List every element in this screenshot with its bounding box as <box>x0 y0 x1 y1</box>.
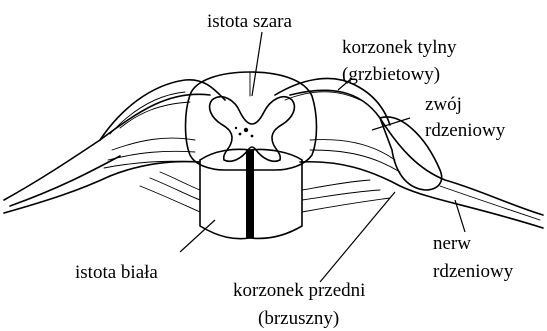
label-dorsal-root-line1: korzonek tylny <box>342 37 457 58</box>
label-spinal-nerve-line1: nerw <box>433 233 471 254</box>
label-ganglion-line2: rdzeniowy <box>425 120 506 141</box>
leader-ventral-root <box>320 192 395 282</box>
left-spinal-nerve <box>4 94 210 213</box>
label-gray-matter: istota szara <box>207 11 293 32</box>
leader-ganglion <box>372 118 410 130</box>
label-dorsal-root-line2: (grzbietowy) <box>342 64 440 85</box>
ventral-roots <box>140 172 390 212</box>
label-ganglion-line1: zwój <box>425 94 462 115</box>
spinal-cord <box>186 72 317 239</box>
label-white-matter: istota biała <box>75 262 158 283</box>
leader-white-matter <box>180 220 215 252</box>
leader-gray-matter <box>252 32 262 96</box>
left-dorsal-root <box>100 80 225 140</box>
label-spinal-nerve-line2: rdzeniowy <box>433 261 514 282</box>
white-matter-region <box>200 150 250 239</box>
label-ventral-root-line1: korzonek przedni <box>233 280 365 301</box>
label-ventral-root-line2: (brzuszny) <box>258 308 339 329</box>
